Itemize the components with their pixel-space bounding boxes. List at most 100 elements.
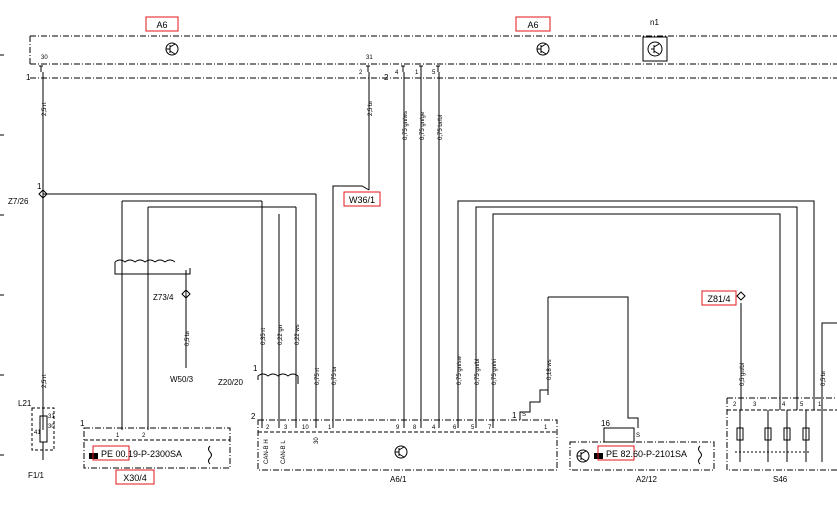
s46-pin-labels: 2 3 4 5 1 xyxy=(733,402,822,408)
w50-3-label: W50/3 xyxy=(170,375,194,384)
pin-label: 1 xyxy=(253,364,258,373)
pin-label: 31 xyxy=(48,414,55,420)
w36-1-label: W36/1 xyxy=(349,195,375,205)
l21-label: L21 xyxy=(18,399,32,408)
pin-label: 1 xyxy=(328,425,332,431)
wire-label: 2,5 rt xyxy=(42,374,48,388)
pin-label: 2 xyxy=(251,412,256,421)
wire-label: 0,75 gn/ws xyxy=(403,111,409,140)
z7-26-label: Z7/26 xyxy=(8,197,29,206)
wire-label: 0,75 br xyxy=(332,366,338,385)
wire-label: 2,5 rt xyxy=(42,102,48,116)
pin-label: 1 xyxy=(415,70,419,76)
pin-label: 1 xyxy=(116,433,120,439)
pin-label: 30 xyxy=(314,437,320,444)
z81-4-highlight xyxy=(701,290,737,306)
pin-label: 5 xyxy=(432,70,436,76)
a6-left-label: A6 xyxy=(156,20,167,30)
s46-switch-block xyxy=(726,397,837,471)
pin-label: 1 xyxy=(37,182,42,191)
w36-1-highlight xyxy=(343,191,381,207)
f1-1-label: F1/1 xyxy=(28,471,45,480)
transistor-icon xyxy=(536,42,550,56)
a6-mid-label: A6 xyxy=(527,20,538,30)
pin-label: 1 xyxy=(26,73,31,82)
pin-label: 8 xyxy=(413,425,417,431)
wire-label: 0,75 rt xyxy=(315,368,321,385)
pe-2-reference: PE 82.60-P-2101SA xyxy=(606,449,687,459)
pin-label: 4 xyxy=(432,425,436,431)
a2-12-label: A2/12 xyxy=(636,475,657,484)
pin-label: 2 xyxy=(359,70,363,76)
pe-2-highlight xyxy=(597,445,635,461)
a6-1-shield: S xyxy=(519,389,548,420)
pin-label: 2 xyxy=(266,425,270,431)
pe-1-highlight xyxy=(92,445,130,461)
pin-label: 3 xyxy=(284,425,288,431)
pin-label: 41 xyxy=(34,430,41,436)
a6-1-pin-labels: 2 3 10 1 9 8 4 6 5 7 1 xyxy=(266,425,548,431)
pin-label: 1 xyxy=(80,419,85,428)
wires xyxy=(42,72,837,430)
s46-label: S46 xyxy=(773,475,788,484)
a6-left-highlight xyxy=(145,16,179,32)
wire-label: 2,5 br xyxy=(368,101,374,116)
z81-4-node xyxy=(736,291,746,301)
a6-1-unit xyxy=(257,419,558,471)
wire-labels: 2,5 rt 2,5 br 0,75 gn/ws 0,75 gn/ge 0,75… xyxy=(42,101,827,388)
wire-label: 0,35 rt xyxy=(261,328,267,345)
z7-26-node xyxy=(38,189,48,199)
z73-4-shield xyxy=(114,259,191,299)
pin-label: 6 xyxy=(453,425,457,431)
wire-label: 0,5 br xyxy=(185,331,191,346)
pin-label: 5 xyxy=(471,425,475,431)
x30-4-connector xyxy=(83,427,231,469)
transistor-icon xyxy=(165,42,179,56)
wire-label: 0,75 gn/ge xyxy=(420,111,426,140)
wire-label: 0,5 gn/bl xyxy=(740,363,746,386)
pin-label: 4 xyxy=(782,402,786,408)
pin-label: 4 xyxy=(395,70,399,76)
pin-label: 9 xyxy=(396,425,400,431)
wire-label: 0,75 gn/bl xyxy=(475,359,481,385)
pin-label: 1 xyxy=(818,402,822,408)
pe-1-reference: PE 00.19-P-2300SA xyxy=(101,449,182,459)
a6-mid-highlight xyxy=(515,16,551,32)
n1-label: n1 xyxy=(650,18,659,27)
pin-label: 2 xyxy=(142,433,146,439)
l21-sensor-icon xyxy=(31,407,55,460)
wire-label: 0,75 gn/sw xyxy=(457,355,463,385)
pin-label: 1 xyxy=(544,425,548,431)
z20-20-shield xyxy=(257,373,299,384)
pin-label: 2 xyxy=(384,73,389,82)
pin-label: 1 xyxy=(512,411,517,420)
wire-label: 0,5 br xyxy=(821,371,827,386)
pin-label: S xyxy=(522,412,526,418)
wire-label: 0,22 gn xyxy=(278,325,284,345)
pin-label: 30 xyxy=(48,424,55,430)
can-h-label: CAN-B H xyxy=(264,439,270,464)
z20-20-label: Z20/20 xyxy=(218,378,243,387)
x30-4-highlight xyxy=(115,469,155,485)
pin-label: 31 xyxy=(366,55,373,61)
wire-label: 0,18 ws xyxy=(547,359,553,380)
x30-4-label: X30/4 xyxy=(123,473,147,483)
top-connectors xyxy=(39,65,440,72)
pin-label: 5 xyxy=(800,402,804,408)
wire-label: 0,22 ws xyxy=(295,324,301,345)
wire-label: 0,75 br/bl xyxy=(438,115,444,140)
n1-component-icon xyxy=(642,36,668,62)
pin-label: 3 xyxy=(753,402,757,408)
pin-label: 7 xyxy=(488,425,492,431)
can-l-label: CAN-B L xyxy=(281,440,287,464)
left-ruler xyxy=(0,54,4,456)
pin-label: 10 xyxy=(302,425,309,431)
pin-label: 30 xyxy=(41,55,48,61)
pin-label: 16 xyxy=(601,419,610,428)
z73-4-label: Z73/4 xyxy=(153,293,174,302)
a6-top-unit xyxy=(29,35,837,79)
pin-label: S xyxy=(636,433,640,439)
a6-1-label: A6/1 xyxy=(390,475,407,484)
pin-label: 2 xyxy=(733,402,737,408)
